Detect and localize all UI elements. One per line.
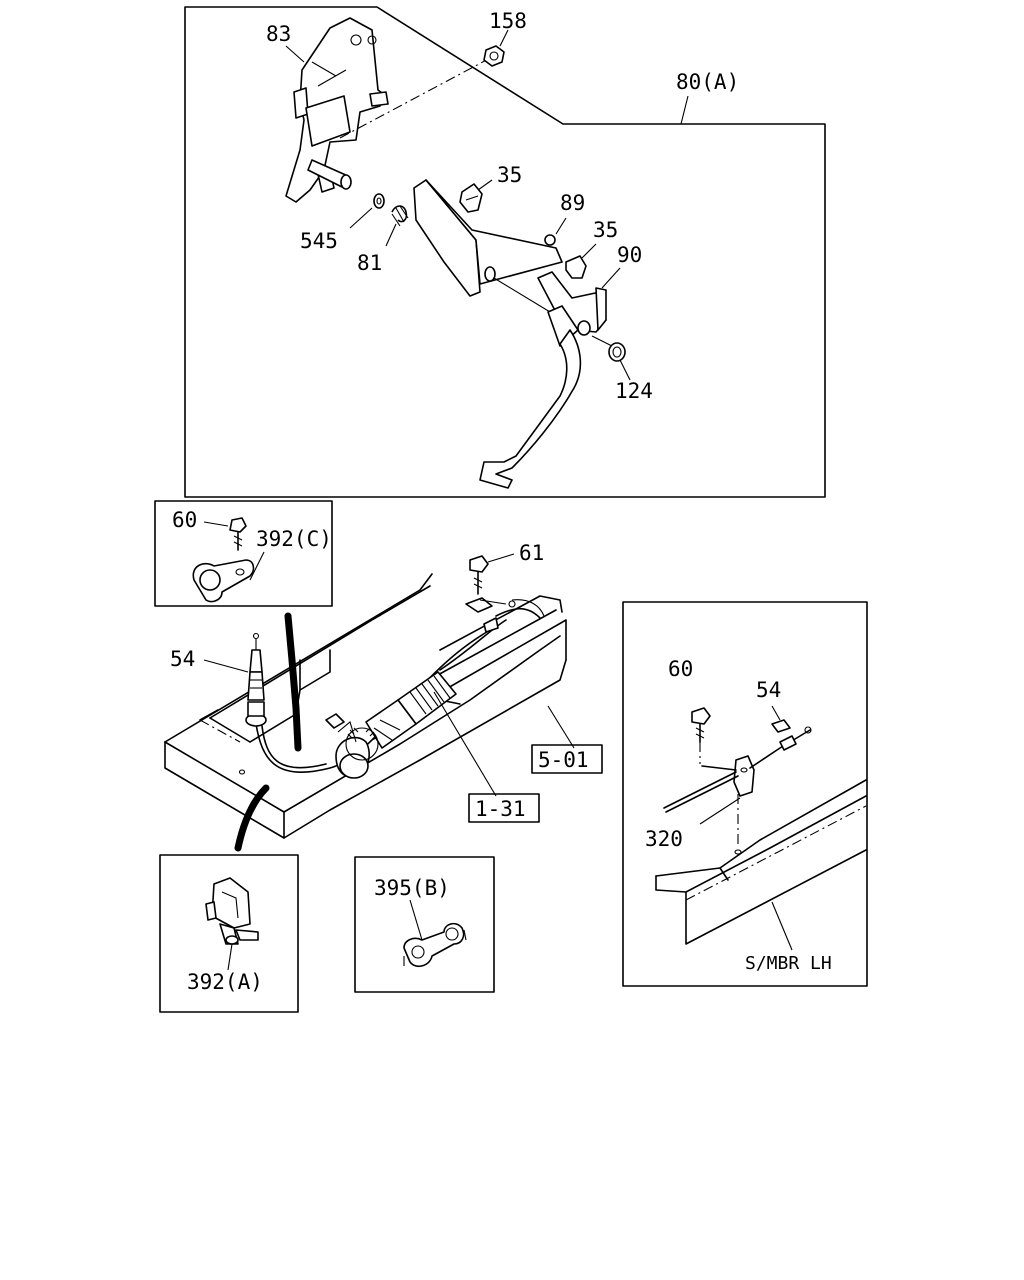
bolt-61 [465,553,516,613]
cable-routing-heavy [234,612,302,852]
inset-clip-395b [354,856,495,993]
callout-392c: 392(C) [256,527,332,551]
brake-pedal-arm [413,179,613,489]
ref-box-1-31: 1-31 [468,793,540,823]
callout-545: 545 [300,229,338,253]
cable-end-54 [203,632,267,727]
callout-61: 61 [519,541,544,565]
pedal-bracket [285,17,389,203]
clip-35-lower [565,243,597,279]
inset-side-member [622,601,868,987]
callout-54-inset: 54 [756,678,781,702]
callout-83: 83 [266,22,291,46]
washer-545 [349,193,385,229]
clip-35-upper [459,179,493,213]
cap-124 [608,342,631,381]
callout-124: 124 [615,379,653,403]
callout-158: 158 [489,9,527,33]
inset-clip-392c [154,500,333,607]
nut-158 [339,29,509,139]
callout-80a: 80(A) [676,70,739,94]
chassis-frame [164,573,567,839]
callout-392a: 392(A) [187,970,263,994]
callout-60-inset: 60 [668,657,693,681]
stopper-89 [544,217,567,246]
ref-box-5-01: 5-01 [531,744,603,774]
callout-35-lower: 35 [593,218,618,242]
return-spring-81 [385,205,409,247]
pedal-assembly-panel [184,6,826,498]
callout-60-top: 60 [172,508,197,532]
pivot-pin [307,159,352,190]
callout-89: 89 [560,191,585,215]
leader-5-01 [547,705,575,749]
side-member-note: S/MBR LH [745,953,832,974]
callout-90: 90 [617,243,642,267]
callout-35-upper: 35 [497,163,522,187]
cable-clip [325,713,345,729]
callout-320: 320 [645,827,683,851]
inset-clip-392a [159,854,299,1013]
callout-81: 81 [357,251,382,275]
leader-1-31 [433,691,497,797]
callout-395b: 395(B) [374,876,450,900]
ref-label-5-01: 5-01 [538,748,589,772]
ref-label-1-31: 1-31 [475,797,526,821]
callout-54-main: 54 [170,647,195,671]
parking-brake-cable [255,599,545,779]
